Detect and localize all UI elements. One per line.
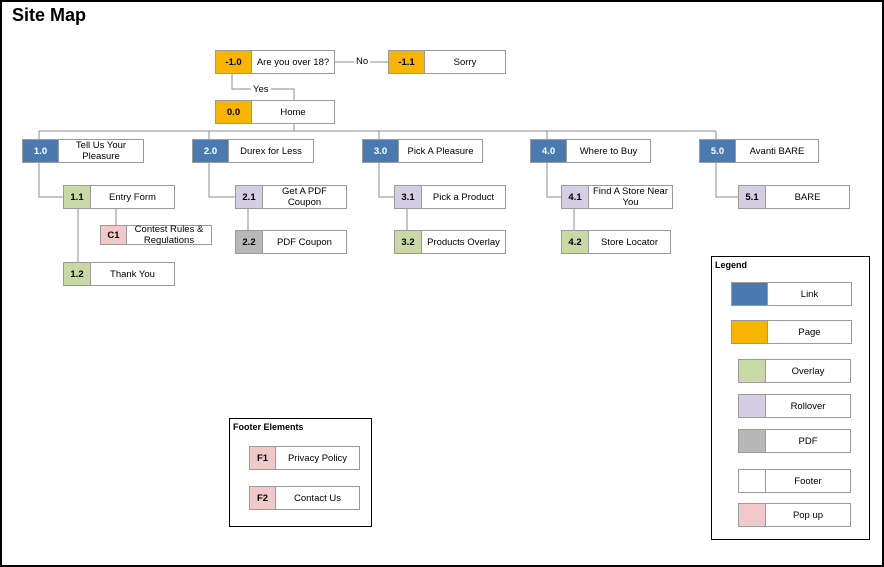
node-label: Get A PDF Coupon xyxy=(282,186,327,208)
node-label: Durex for Less xyxy=(240,145,302,157)
node-where-to-buy[interactable]: 4.0 Where to Buy xyxy=(530,139,651,163)
node-get-pdf-coupon[interactable]: 2.1 Get A PDF Coupon xyxy=(235,185,347,209)
node-products-overlay[interactable]: 3.2 Products Overlay xyxy=(394,230,506,254)
node-pick-a-pleasure[interactable]: 3.0 Pick A Pleasure xyxy=(362,139,483,163)
node-code: 0.0 xyxy=(216,101,252,123)
node-find-a-store[interactable]: 4.1 Find A Store Near You xyxy=(561,185,673,209)
node-label: Sorry xyxy=(453,56,477,68)
legend-item-rollover: Rollover xyxy=(738,394,851,418)
node-code: 4.2 xyxy=(562,231,589,253)
legend-item-link: Link xyxy=(731,282,852,306)
node-durex-for-less[interactable]: 2.0 Durex for Less xyxy=(192,139,314,163)
node-label: Avanti BARE xyxy=(749,145,805,157)
node-sorry[interactable]: -1.1 Sorry xyxy=(388,50,506,74)
node-code: -1.1 xyxy=(389,51,425,73)
legend-swatch xyxy=(739,395,766,417)
node-label: Entry Form xyxy=(109,191,156,203)
node-code: 2.0 xyxy=(193,140,229,162)
node-code: 1.1 xyxy=(64,186,91,208)
legend-label: Footer xyxy=(794,475,822,487)
legend-label: PDF xyxy=(798,435,818,447)
legend-swatch xyxy=(739,430,766,452)
footer-panel-title: Footer Elements xyxy=(233,422,304,432)
legend-swatch xyxy=(739,504,766,526)
node-code: 5.1 xyxy=(739,186,766,208)
node-home[interactable]: 0.0 Home xyxy=(215,100,335,124)
node-label: Contact Us xyxy=(294,492,341,504)
node-code: C1 xyxy=(101,226,127,244)
legend-item-overlay: Overlay xyxy=(738,359,851,383)
legend-label: Overlay xyxy=(791,365,825,377)
node-tell-us[interactable]: 1.0 Tell Us Your Pleasure xyxy=(22,139,144,163)
node-pick-a-product[interactable]: 3.1 Pick a Product xyxy=(394,185,506,209)
node-code: 5.0 xyxy=(700,140,736,162)
node-bare[interactable]: 5.1 BARE xyxy=(738,185,850,209)
legend-swatch xyxy=(732,321,768,343)
node-avanti-bare[interactable]: 5.0 Avanti BARE xyxy=(699,139,819,163)
footer-elements-panel: Footer Elements xyxy=(229,418,372,527)
node-code: 1.0 xyxy=(23,140,59,162)
node-code: F1 xyxy=(250,447,276,469)
edge-label-no: No xyxy=(354,56,371,67)
node-label: PDF Coupon xyxy=(277,236,332,248)
node-label: Pick A Pleasure xyxy=(407,145,474,157)
node-entry-form[interactable]: 1.1 Entry Form xyxy=(63,185,175,209)
node-code: 3.2 xyxy=(395,231,422,253)
edge-label-yes: Yes xyxy=(251,84,271,95)
node-label: Privacy Policy xyxy=(287,452,348,464)
node-code: 2.2 xyxy=(236,231,263,253)
node-contest-rules[interactable]: C1 Contest Rules & Regulations xyxy=(100,224,212,246)
node-label: Pick a Product xyxy=(432,191,495,203)
node-label: Store Locator xyxy=(600,236,659,248)
node-label: Home xyxy=(280,106,306,118)
node-contact-us[interactable]: F2 Contact Us xyxy=(249,486,360,510)
legend-swatch xyxy=(732,283,768,305)
legend-item-pdf: PDF xyxy=(738,429,851,453)
node-label: BARE xyxy=(794,191,821,203)
node-privacy-policy[interactable]: F1 Privacy Policy xyxy=(249,446,360,470)
node-code: 3.0 xyxy=(363,140,399,162)
node-label: Contest Rules & Regulations xyxy=(134,224,204,246)
node-store-locator[interactable]: 4.2 Store Locator xyxy=(561,230,671,254)
node-code: 1.2 xyxy=(64,263,91,285)
node-label: Find A Store Near You xyxy=(593,186,668,208)
node-code: 2.1 xyxy=(236,186,263,208)
page-title: Site Map xyxy=(12,5,87,25)
node-pdf-coupon[interactable]: 2.2 PDF Coupon xyxy=(235,230,347,254)
node-code: 3.1 xyxy=(395,186,422,208)
node-thank-you[interactable]: 1.2 Thank You xyxy=(63,262,175,286)
node-code: 4.0 xyxy=(531,140,567,162)
node-code: 4.1 xyxy=(562,186,589,208)
node-label: Thank You xyxy=(110,268,155,280)
legend-swatch xyxy=(739,470,766,492)
node-label: Tell Us Your Pleasure xyxy=(75,140,127,162)
node-code: F2 xyxy=(250,487,276,509)
node-label: Where to Buy xyxy=(579,145,638,157)
legend-item-page: Page xyxy=(731,320,852,344)
node-code: -1.0 xyxy=(216,51,252,73)
legend-label: Page xyxy=(798,326,821,338)
legend-title: Legend xyxy=(715,260,748,270)
node-label: Are you over 18? xyxy=(256,56,330,68)
legend-label: Rollover xyxy=(790,400,826,412)
legend-label: Pop up xyxy=(792,509,824,521)
legend-item-footer: Footer xyxy=(738,469,851,493)
legend-label: Link xyxy=(800,288,819,300)
node-label: Products Overlay xyxy=(427,236,500,248)
node-age-gate[interactable]: -1.0 Are you over 18? xyxy=(215,50,335,74)
legend-item-popup: Pop up xyxy=(738,503,851,527)
legend-swatch xyxy=(739,360,766,382)
